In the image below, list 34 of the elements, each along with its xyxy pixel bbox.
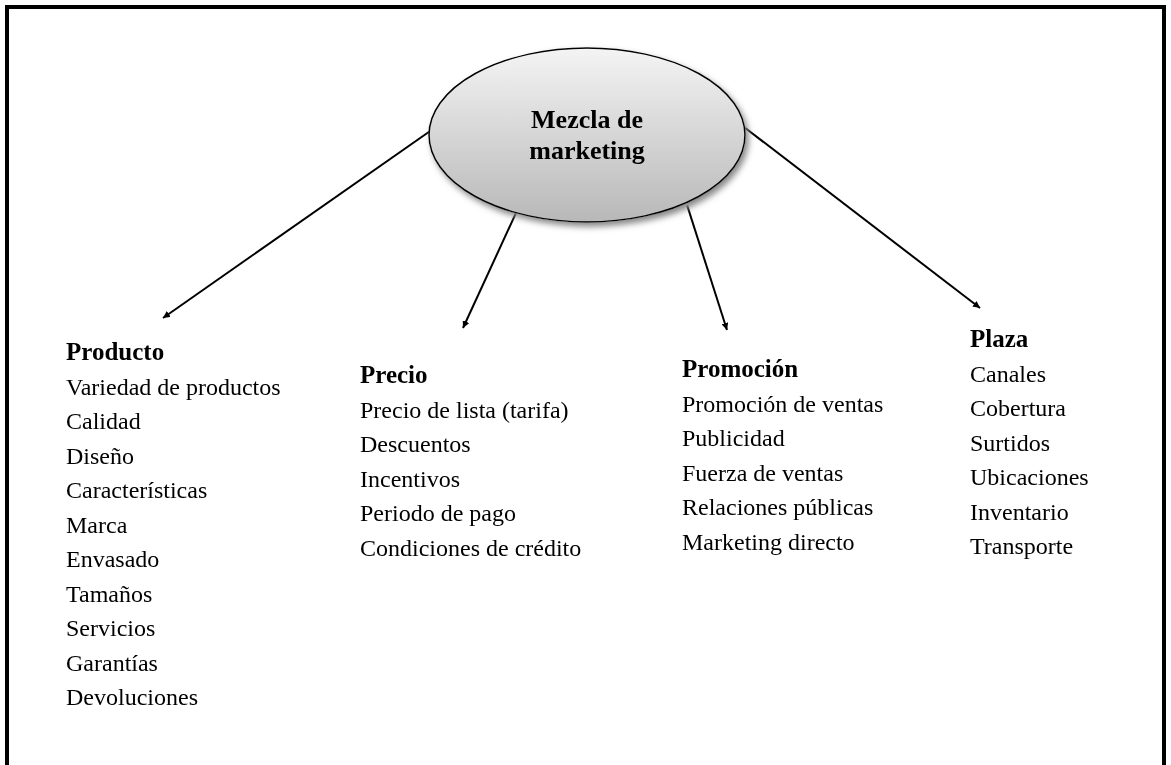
list-item: Envasado [66, 545, 161, 574]
list-item: Cobertura [970, 394, 1067, 423]
list-item: Marketing directo [682, 527, 856, 557]
node-title: Mezcla de marketing [528, 104, 646, 166]
category-heading: Plaza [970, 324, 1030, 354]
list-item: Fuerza de ventas [682, 458, 845, 488]
list-item: Surtidos [970, 428, 1051, 458]
list-item: Tamaños [66, 579, 154, 609]
list-item: Relaciones públicas [682, 493, 875, 522]
list-item: Garantías [66, 648, 159, 678]
list-item: Transporte [970, 532, 1075, 561]
ellipse-node [428, 47, 746, 223]
list-item: Canales [970, 359, 1047, 389]
category-heading: Precio [360, 360, 429, 390]
arrow [686, 204, 729, 331]
list-item: Descuentos [360, 430, 472, 459]
list-item: Periodo de pago [360, 499, 517, 528]
list-item: Calidad [66, 407, 142, 436]
list-item: Marca [66, 510, 129, 540]
list-item: Ubicaciones [970, 463, 1090, 492]
category-heading: Producto [66, 337, 166, 367]
category-heading: Promoción [682, 354, 800, 384]
list-item: Incentivos [360, 464, 461, 494]
list-item: Variedad de productos [66, 372, 282, 402]
list-item: Devoluciones [66, 683, 199, 712]
list-item: Publicidad [682, 424, 786, 453]
arrow [744, 126, 981, 309]
list-item: Servicios [66, 614, 157, 643]
list-item: Inventario [970, 497, 1070, 527]
list-item: Promoción de ventas [682, 389, 885, 419]
list-item: Diseño [66, 441, 135, 471]
list-item: Precio de lista (tarifa) [360, 395, 570, 425]
list-item: Condiciones de crédito [360, 533, 583, 563]
list-item: Características [66, 476, 209, 505]
